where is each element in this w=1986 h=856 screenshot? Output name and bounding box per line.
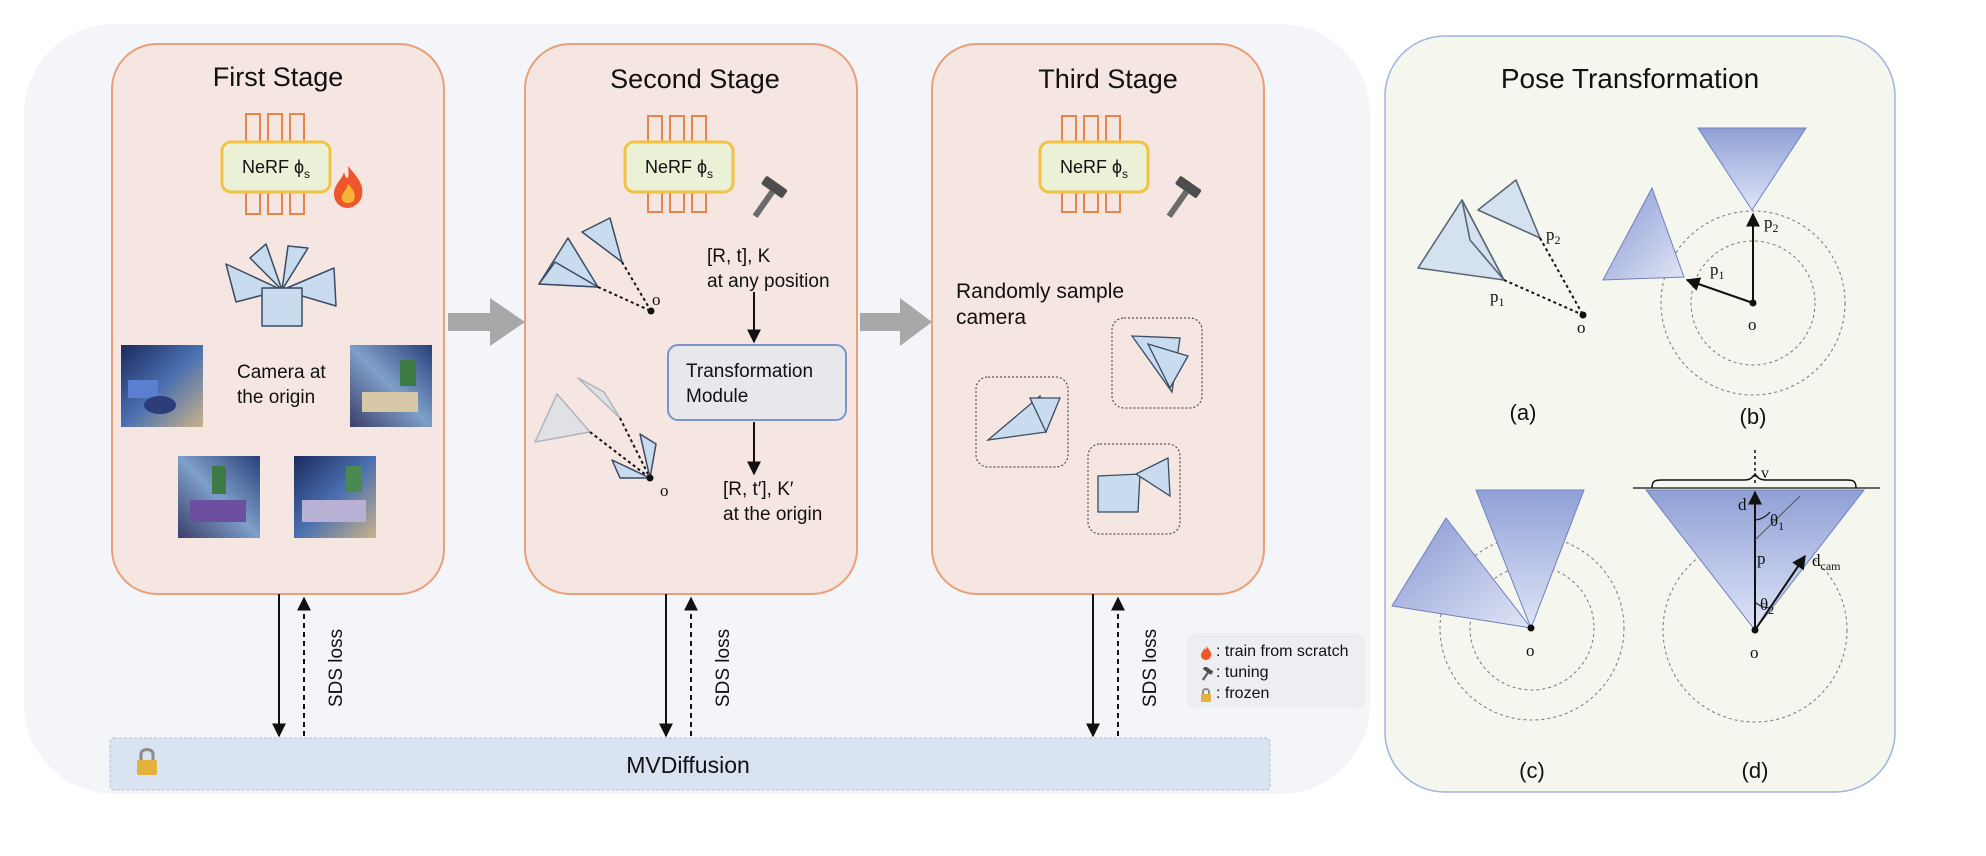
panel-b-label: (b) [1740,404,1767,429]
mvdiffusion-label: MVDiffusion [626,752,750,778]
fire-icon [1199,645,1213,660]
svg-text:θ2: θ2 [1760,595,1774,617]
panel-b: o p1 p2 (b) [1602,127,1846,429]
pose-frame [1384,35,1896,793]
second-stage-title: Second Stage [610,64,780,94]
panel-c-label: (c) [1519,758,1545,783]
svg-text:p: p [1757,549,1766,568]
fire-icon [334,166,363,208]
legend-frozen: : frozen [1187,683,1365,704]
stage-arrow [860,298,932,346]
pose-input-text: [R, t], K [707,246,771,267]
nerf-block-third: NeRF ϕs [1038,115,1150,213]
svg-text:o: o [1526,641,1535,660]
hammer-icon [1199,665,1214,681]
svg-text:p1: p1 [1490,287,1505,309]
hammer-icon [752,176,788,219]
random-sample-text: Randomly sample [956,280,1124,303]
room-image [294,456,376,538]
room-image [178,456,260,538]
svg-text:θ1: θ1 [1770,511,1784,533]
sds-loss-label: SDS loss [326,629,347,707]
svg-text:dcam: dcam [1812,551,1841,573]
svg-text:o: o [1750,643,1759,662]
panel-a-label: (a) [1510,400,1537,425]
lock-icon [1199,687,1213,702]
pose-input-text: at any position [707,271,830,292]
camera-cluster [611,433,657,479]
sampled-camera-box [975,376,1069,468]
camera-at-origin-text: Camera at [237,362,326,383]
pose-output-text: at the origin [723,504,822,525]
origin-label: o [652,290,661,309]
lock-icon [137,748,157,775]
module-label: Transformation [686,361,813,382]
svg-text:o: o [1577,318,1586,337]
sds-arrows-second: SDS loss [659,594,734,738]
module-label: Module [686,386,748,407]
panel-a: o p1 p2 (a) [1417,179,1587,425]
svg-text:p1: p1 [1710,260,1725,282]
camera-cluster [225,243,337,327]
pose-output-text: [R, t′], K′ [723,479,794,500]
nerf-label: NeRF ϕs [645,157,713,181]
sds-arrows-third: SDS loss [1086,594,1161,738]
third-stage-title: Third Stage [1038,64,1178,94]
svg-text:d: d [1738,495,1747,514]
sds-loss-label: SDS loss [713,629,734,707]
legend-tuning: : tuning [1187,662,1365,683]
pose-title: Pose Transformation [1501,63,1759,94]
nerf-block-second: NeRF ϕs [623,115,735,213]
svg-text:v: v [1761,465,1769,482]
svg-text:p2: p2 [1764,213,1779,235]
panel-d-label: (d) [1742,758,1769,783]
sds-arrows-first: SDS loss [272,594,347,738]
hammer-icon [1166,176,1202,219]
panel-d: o v d p θ1 θ2 dcam (d) [1633,450,1880,783]
svg-text:o: o [1748,315,1757,334]
nerf-label: NeRF ϕs [1060,157,1128,181]
sampled-camera-box [1111,317,1203,409]
first-stage-title: First Stage [213,62,344,92]
camera-cluster [538,217,623,288]
room-image [121,345,203,427]
stage-arrow [448,298,525,346]
sds-loss-label: SDS loss [1140,629,1161,707]
mvdiffusion-bar [109,737,1271,791]
svg-text:p2: p2 [1546,225,1561,247]
camera-cluster-faded [534,377,621,443]
panel-c: o (c) [1391,489,1625,783]
legend-train: : train from scratch [1187,641,1365,662]
sampled-camera-box [1087,443,1181,535]
nerf-block-first: NeRF ϕs [220,113,332,215]
camera-at-origin-text: the origin [237,387,315,408]
room-image [350,345,432,427]
origin-label: o [660,481,669,500]
nerf-label: NeRF ϕs [242,157,310,181]
transformation-module [667,344,847,421]
legend: : train from scratch : tuning : frozen [1187,633,1365,708]
random-sample-text: camera [956,306,1026,329]
